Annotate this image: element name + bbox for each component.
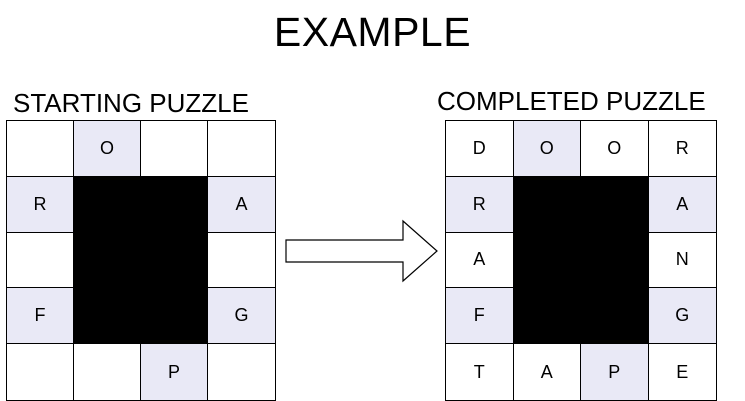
start-cell-r0-c3	[208, 121, 275, 177]
start-cell-r0-c0	[7, 121, 74, 177]
done-cell-r4-c2: P	[581, 344, 649, 400]
start-cell-r4-c1	[74, 344, 141, 400]
page-title: EXAMPLE	[273, 9, 472, 55]
start-cell-r0-c1: O	[74, 121, 141, 177]
start-cell-r4-c0	[7, 344, 74, 400]
done-cell-r4-c1: A	[514, 344, 581, 400]
done-cell-r1-c0: R	[446, 176, 514, 233]
done-cell-r0-c2: O	[581, 121, 649, 177]
start-cell-r2-c3	[208, 233, 275, 289]
start-cell-r2-c0	[7, 232, 74, 289]
completed-puzzle-label: COMPLETED PUZZLE	[437, 86, 706, 116]
done-cell-r2-c0: A	[446, 232, 514, 289]
done-cell-r3-c0: F	[446, 288, 514, 345]
start-cell-r3-c0: F	[7, 288, 74, 345]
starting-puzzle-label: STARTING PUZZLE	[13, 88, 249, 118]
start-cell-r4-c3	[208, 344, 275, 400]
start-cell-r3-c3: G	[208, 288, 275, 345]
done-cell-r0-c1: O	[513, 121, 581, 177]
done-cell-r3-c3: G	[648, 288, 716, 345]
done-cell-r1-c3: A	[648, 176, 716, 233]
start-cell-r1-c3: A	[208, 176, 275, 233]
done-cell-r4-c3: E	[676, 361, 689, 382]
start-cell-r0-c2	[141, 121, 208, 177]
start-cell-r4-c2: P	[141, 344, 208, 400]
done-cell-r2-c3: N	[648, 233, 716, 289]
done-blocked-area	[513, 176, 649, 345]
start-blocked-area	[74, 176, 208, 345]
right-arrow-icon	[285, 219, 438, 283]
start-cell-r1-c0: R	[7, 176, 74, 233]
done-cell-r0-c3: R	[648, 121, 716, 177]
done-cell-r0-c0: D	[446, 121, 514, 177]
done-cell-r4-c0: T	[446, 344, 514, 400]
